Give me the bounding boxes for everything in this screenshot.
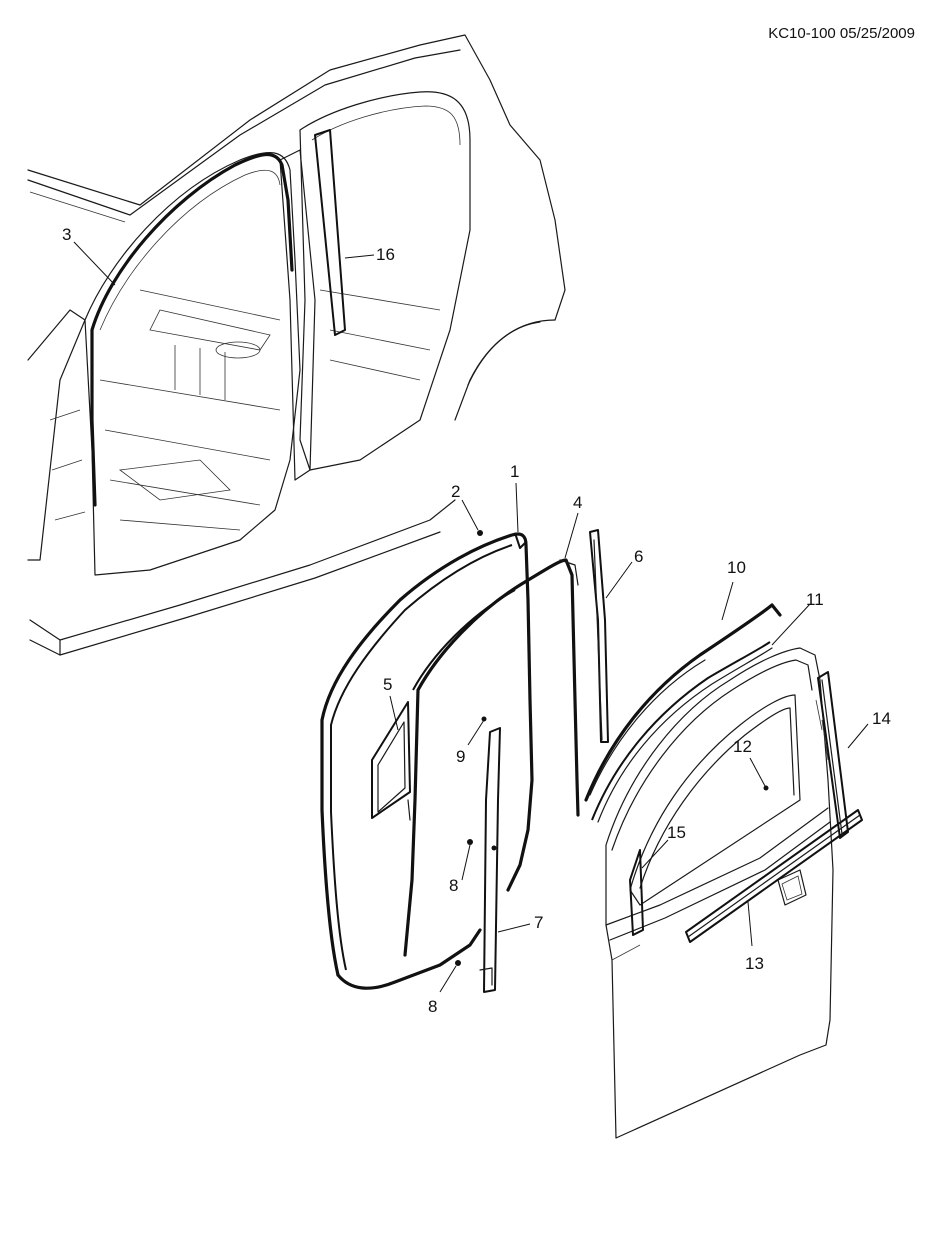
callout-2: 2 — [451, 482, 461, 501]
callout-1: 1 — [510, 462, 520, 481]
callout-8-lower: 8 — [428, 997, 438, 1016]
drawing-reference-code: KC10-100 05/25/2009 — [768, 25, 915, 42]
part-14-applique — [817, 671, 849, 839]
callout-8-upper: 8 — [449, 876, 459, 895]
callout-14: 14 — [872, 709, 891, 728]
fasteners — [455, 530, 487, 966]
callout-3: 3 — [62, 225, 72, 244]
callout-12: 12 — [733, 737, 752, 756]
leader-lines — [73, 241, 869, 993]
part-6-channel — [589, 529, 609, 743]
part-5-window-seal — [371, 701, 411, 821]
part-7-glass-run — [479, 727, 501, 993]
part-15-applique — [629, 849, 644, 936]
callout-11: 11 — [806, 590, 824, 609]
callout-16: 16 — [376, 245, 395, 264]
callout-13: 13 — [745, 954, 764, 973]
callout-10: 10 — [727, 558, 746, 577]
callout-9: 9 — [456, 747, 466, 766]
callout-6: 6 — [634, 547, 644, 566]
door-shell — [605, 647, 834, 1139]
body-side-shell — [27, 34, 566, 656]
callout-5: 5 — [383, 675, 393, 694]
callout-15: 15 — [667, 823, 686, 842]
callout-4: 4 — [573, 493, 583, 512]
part-11-lower-molding — [591, 641, 773, 823]
callout-7: 7 — [534, 913, 544, 932]
part-10-upper-molding — [584, 603, 782, 802]
part-13-side-molding — [685, 809, 863, 943]
part-4-frame-seal — [403, 558, 580, 957]
part-1-door-weatherstrip — [320, 532, 534, 990]
